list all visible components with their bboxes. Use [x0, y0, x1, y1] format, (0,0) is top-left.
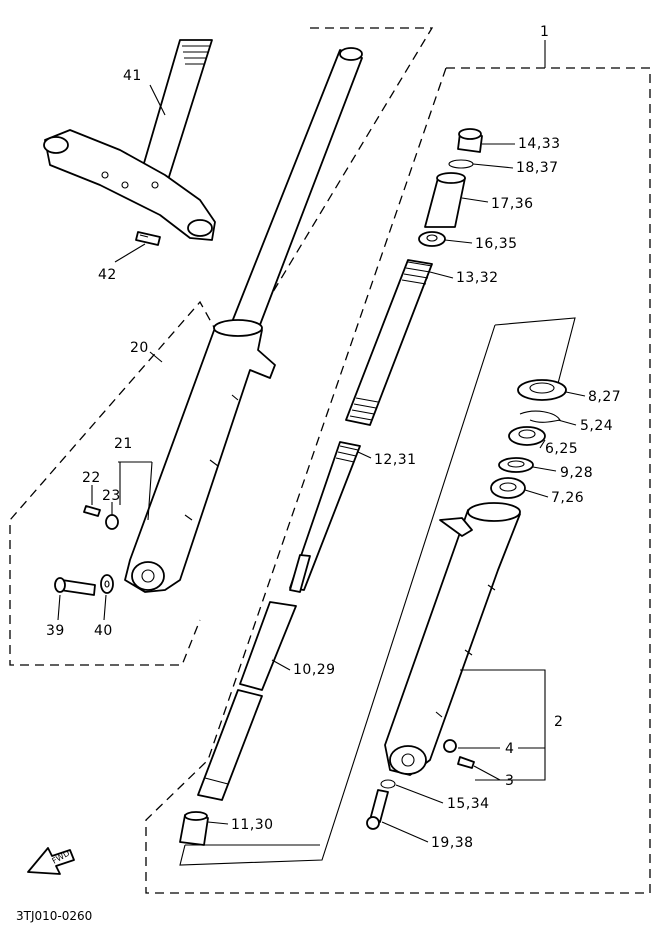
label-1: 1	[540, 24, 549, 40]
fwd-arrow-icon: FWD	[27, 847, 75, 875]
dust-seal	[517, 379, 567, 401]
washer-40	[100, 574, 114, 594]
outer-tube-outline	[179, 317, 576, 866]
label-22: 22	[82, 470, 101, 486]
washer-23	[105, 514, 119, 530]
retaining-clip	[519, 410, 561, 423]
label-4: 4	[505, 741, 514, 757]
label-9-28: 9,28	[560, 465, 593, 481]
label-16-35: 16,35	[475, 236, 518, 252]
drain-bolt	[366, 789, 389, 830]
left-inner-tube	[231, 47, 363, 331]
label-17-36: 17,36	[491, 196, 534, 212]
label-40: 40	[94, 623, 113, 639]
label-10-29: 10,29	[293, 662, 336, 678]
spacer	[424, 172, 466, 228]
label-19-38: 19,38	[431, 835, 474, 851]
label-20: 20	[130, 340, 149, 356]
damper-cylinder	[197, 601, 297, 801]
label-23: 23	[102, 488, 121, 504]
washer	[498, 457, 534, 473]
fork-spring	[345, 259, 433, 426]
copper-washer	[380, 779, 396, 789]
label-5-24: 5,24	[580, 418, 613, 434]
o-ring	[448, 159, 474, 169]
slide-bushing	[490, 477, 526, 499]
label-13-32: 13,32	[456, 270, 499, 286]
label-39: 39	[46, 623, 65, 639]
label-11-30: 11,30	[231, 817, 274, 833]
label-7-26: 7,26	[551, 490, 584, 506]
diagram-code: 3TJ010-0260	[16, 909, 92, 923]
label-21: 21	[114, 436, 133, 452]
label-18-37: 18,37	[516, 160, 559, 176]
label-3: 3	[505, 773, 514, 789]
screw-3	[457, 756, 475, 769]
group-outline-right	[145, 67, 651, 894]
oil-lock-piece	[179, 811, 209, 846]
label-6-25: 6,25	[545, 441, 578, 457]
bolt-42	[135, 231, 161, 246]
bolt-22	[83, 505, 101, 517]
label-14-33: 14,33	[518, 136, 561, 152]
label-42: 42	[98, 267, 117, 283]
oil-seal	[508, 426, 546, 446]
under-bracket	[43, 39, 216, 241]
spring-seat	[418, 231, 446, 247]
label-41: 41	[123, 68, 142, 84]
nut-4	[443, 739, 457, 753]
label-2: 2	[554, 714, 563, 730]
right-outer-tube	[384, 502, 521, 776]
label-8-27: 8,27	[588, 389, 621, 405]
cap-bolt	[457, 128, 483, 153]
damper-rod	[289, 441, 361, 593]
left-outer-tube	[124, 319, 276, 593]
leader-lines	[57, 84, 586, 843]
bolt-39	[54, 577, 96, 596]
group-outline-left	[9, 27, 434, 666]
label-12-31: 12,31	[374, 452, 417, 468]
label-15-34: 15,34	[447, 796, 490, 812]
